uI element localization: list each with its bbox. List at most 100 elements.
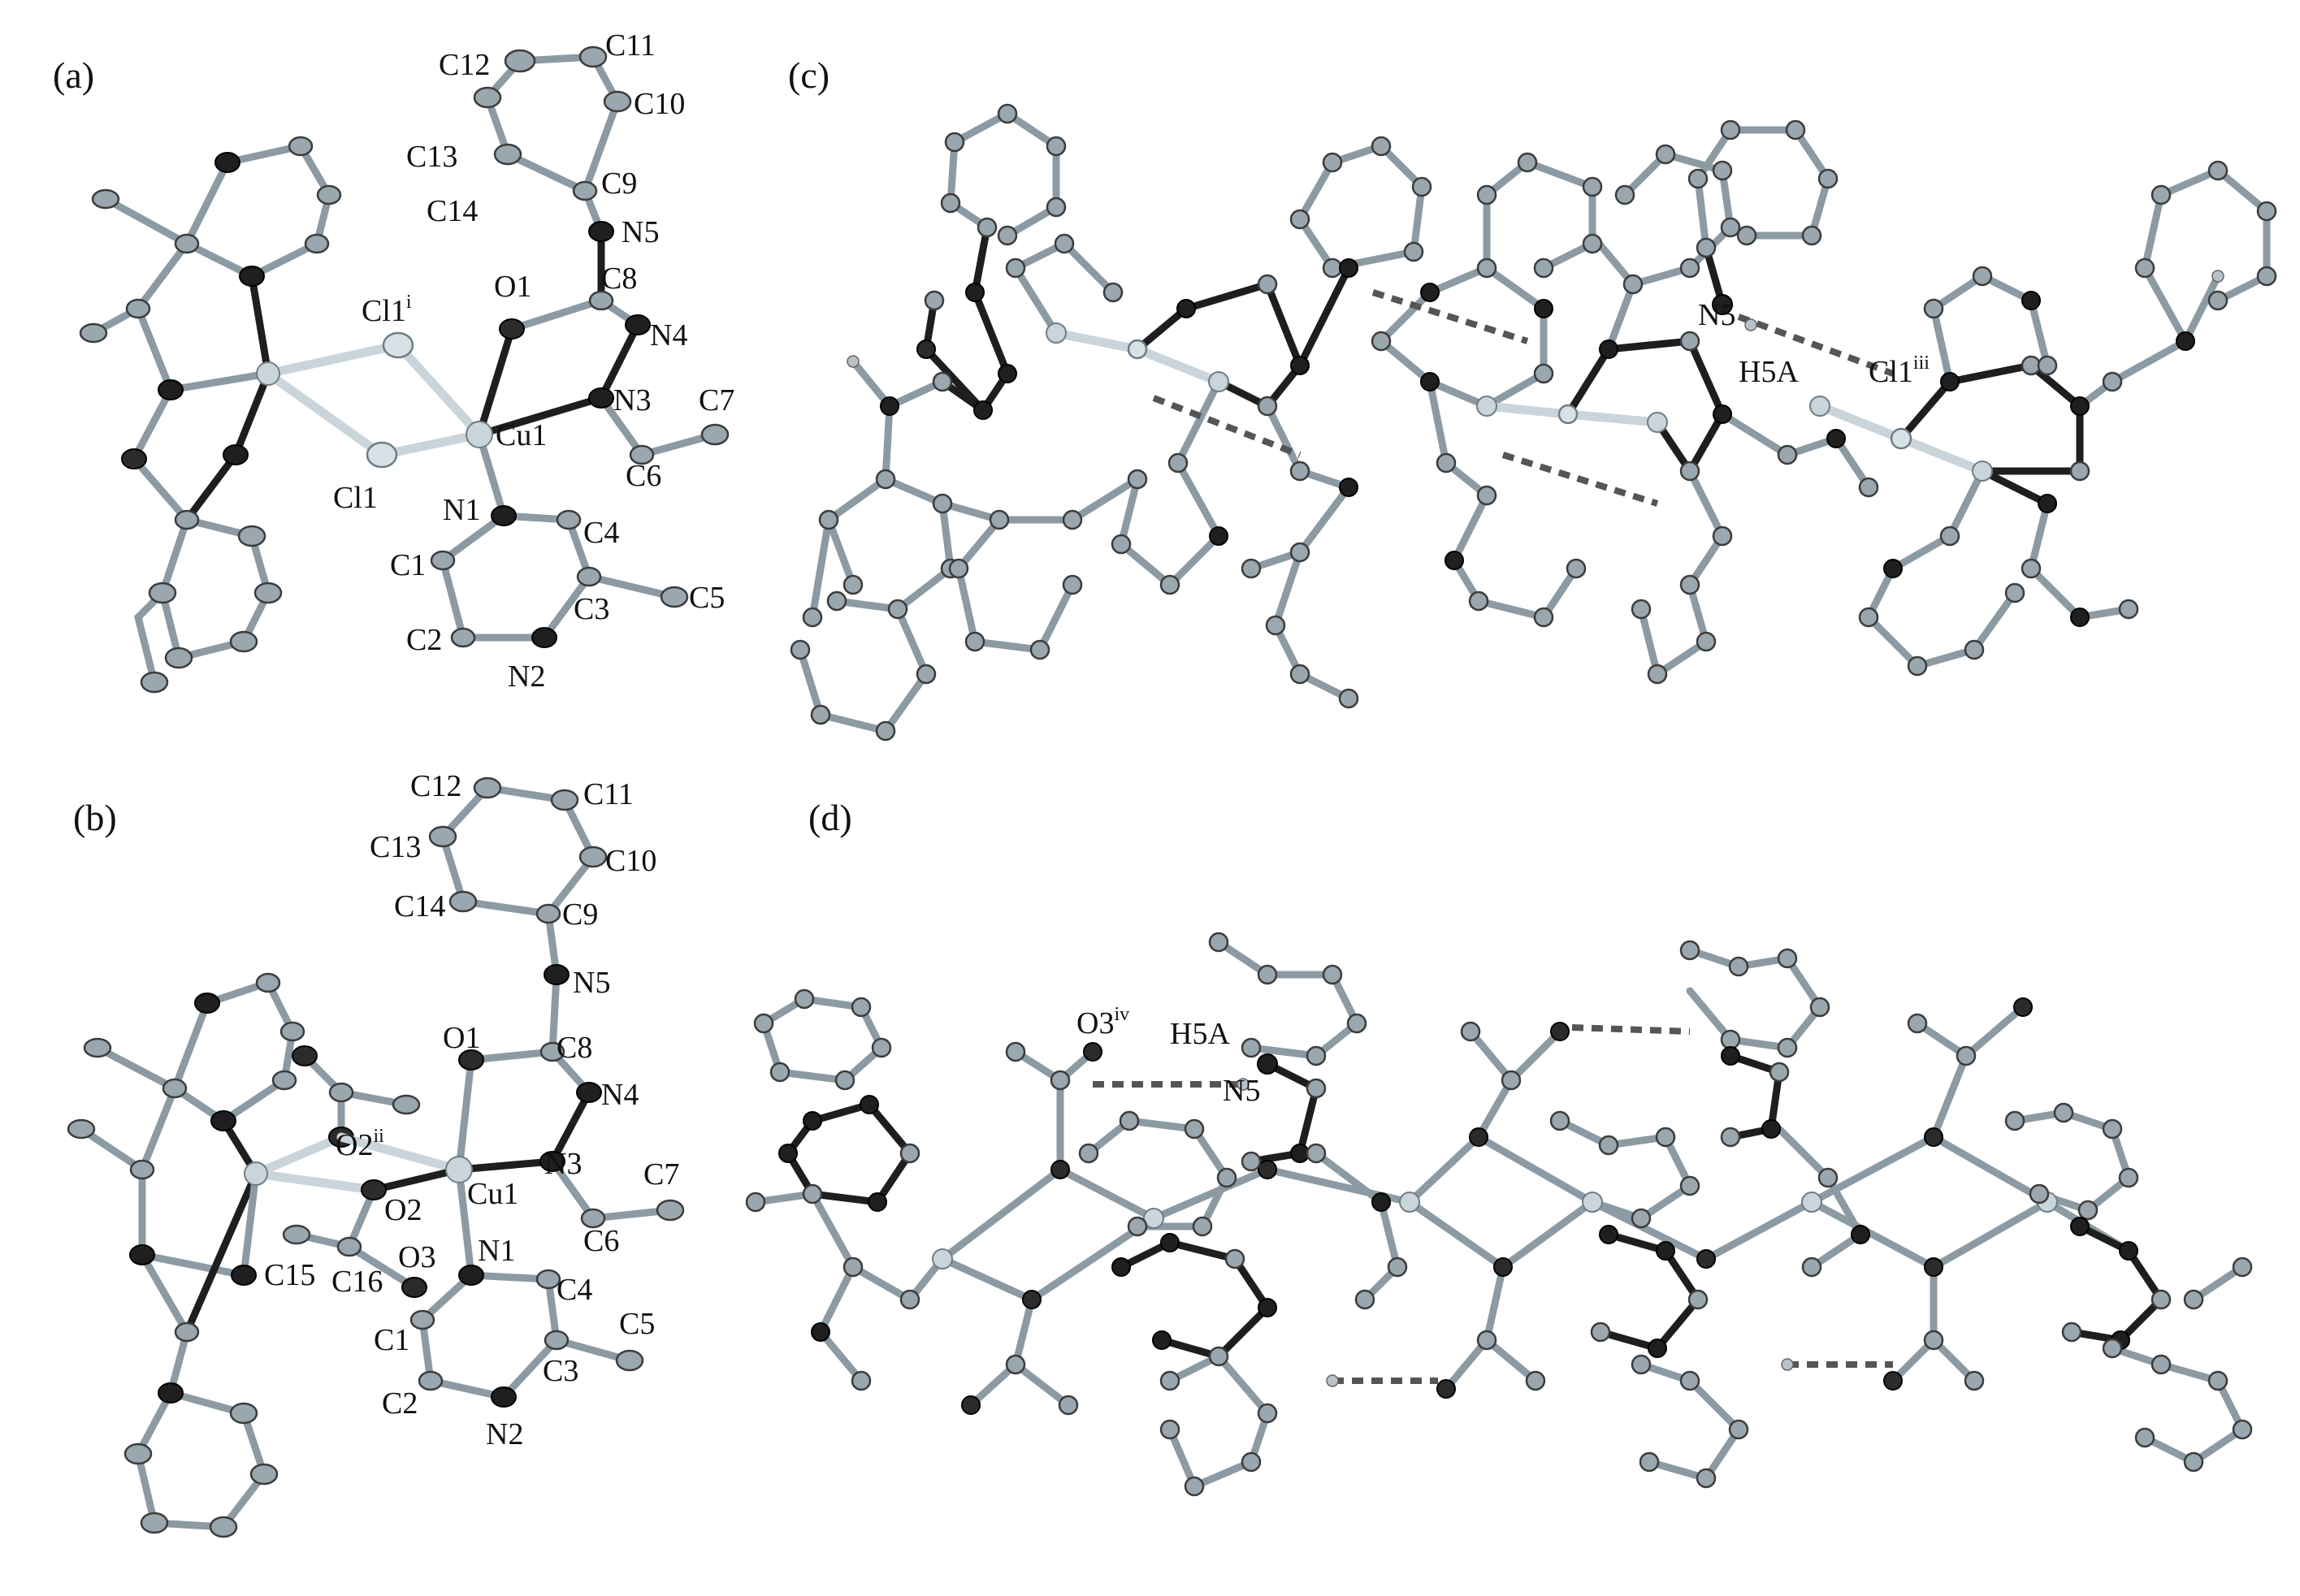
atom-c — [1631, 1354, 1652, 1375]
atom-c — [2077, 1200, 2099, 1221]
atom-n — [1761, 1119, 1781, 1139]
atom-n — [2021, 291, 2041, 310]
atom-c — [249, 1463, 279, 1486]
atom-n — [223, 444, 249, 465]
atom-c — [1167, 452, 1189, 474]
atom-c — [1501, 1070, 1522, 1091]
label-n2: N2 — [486, 1417, 523, 1451]
atom-c — [2134, 257, 2155, 279]
atom-c — [1655, 144, 1676, 165]
atom-c — [2256, 266, 2277, 287]
atom-c — [1127, 469, 1148, 490]
panel-d-chain — [745, 932, 2253, 1497]
atom-c — [129, 1159, 155, 1180]
atom-c — [1679, 257, 1700, 279]
atom-c — [745, 1192, 766, 1213]
atom-n5 — [544, 964, 570, 985]
atom-n1 — [491, 505, 517, 526]
atom-c — [2004, 1110, 2025, 1131]
atom-c — [964, 631, 985, 652]
atom-c — [1956, 1045, 1977, 1066]
label-n5: N5 — [1698, 298, 1735, 332]
atom-c14 — [493, 143, 522, 166]
atom-c — [1777, 948, 1798, 969]
atom-c — [1322, 152, 1343, 173]
atom-n — [811, 1322, 830, 1342]
atom-c — [2061, 1321, 2082, 1343]
atom-c — [83, 1037, 112, 1058]
atom-c — [842, 1256, 864, 1278]
atom-c — [237, 525, 266, 547]
atom-c — [1696, 1468, 1717, 1489]
panel-a-cl-bridge — [366, 331, 484, 469]
atom-n — [1656, 1241, 1675, 1261]
atom-h5a — [1744, 318, 1757, 331]
atom-c — [1208, 1346, 1229, 1367]
atom-c — [1696, 237, 1717, 258]
label-c6: C6 — [583, 1224, 619, 1258]
atom-n2 — [491, 1386, 517, 1408]
atom-o — [1883, 1371, 1903, 1391]
label-c1: C1 — [390, 548, 426, 582]
atom-c — [1111, 534, 1132, 555]
label-c9: C9 — [562, 897, 598, 932]
atom-cu1 — [466, 421, 493, 448]
atom-c — [790, 639, 811, 660]
atom-c — [174, 1321, 200, 1343]
atom-c — [1460, 1021, 1481, 1042]
atom-n — [1599, 340, 1618, 359]
atom-n — [2119, 1241, 2138, 1261]
atom-cu — [256, 361, 280, 386]
atom-o3iv — [1083, 1042, 1102, 1062]
label-c5: C5 — [689, 581, 725, 615]
atom-c — [977, 217, 998, 238]
atom-c — [1728, 1419, 1749, 1440]
atom-n5 — [1257, 1053, 1278, 1075]
atom-c — [2118, 1167, 2139, 1188]
atom-c — [79, 322, 108, 344]
atom-c — [1050, 1070, 1071, 1091]
atom-cl — [1557, 404, 1579, 425]
panel-c: (c) — [788, 54, 2277, 742]
atom-c11 — [578, 45, 608, 68]
atom-c — [1964, 1370, 1985, 1391]
atom-cu — [1647, 412, 1668, 433]
atom-n — [1339, 258, 1358, 278]
atom-n — [778, 1144, 798, 1163]
atom-c — [1622, 274, 1644, 295]
atom-c — [1354, 1289, 1375, 1310]
atom-c — [1159, 574, 1180, 595]
atom-c — [2037, 355, 2058, 376]
atom-c — [899, 1143, 920, 1164]
atom-c — [1054, 233, 1075, 254]
atom-c — [1005, 1354, 1026, 1375]
label-n4: N4 — [650, 318, 687, 353]
atom-n — [158, 379, 184, 400]
atom-c — [1224, 1248, 1245, 1269]
atom-h — [2211, 270, 2224, 283]
atom-c — [1801, 225, 1822, 246]
atom-c — [1720, 1127, 1741, 1148]
atom-c — [769, 1062, 790, 1083]
atom-c — [279, 1021, 305, 1042]
label-n1: N1 — [443, 493, 480, 527]
atom-n — [1420, 372, 1440, 391]
atom-c12 — [473, 776, 502, 799]
atom-c — [802, 1183, 823, 1205]
label-c10: C10 — [605, 844, 656, 878]
atom-c — [1679, 574, 1700, 595]
atom-c6 — [580, 1208, 606, 1229]
atom-c — [1058, 1395, 1079, 1416]
label-cl1: Cl1 — [333, 481, 378, 515]
atom-c — [1029, 639, 1050, 660]
atom-c — [1257, 396, 1278, 417]
atom-c — [1159, 1370, 1180, 1391]
atom-cu — [932, 1248, 953, 1269]
atom-n — [1851, 1225, 1870, 1244]
label-o1: O1 — [443, 1021, 480, 1055]
atom-cu — [1399, 1192, 1420, 1213]
panel-label-c: (c) — [788, 54, 829, 96]
atom-c — [271, 1070, 297, 1091]
atom-c — [1631, 599, 1652, 620]
label-c2: C2 — [382, 1386, 418, 1421]
